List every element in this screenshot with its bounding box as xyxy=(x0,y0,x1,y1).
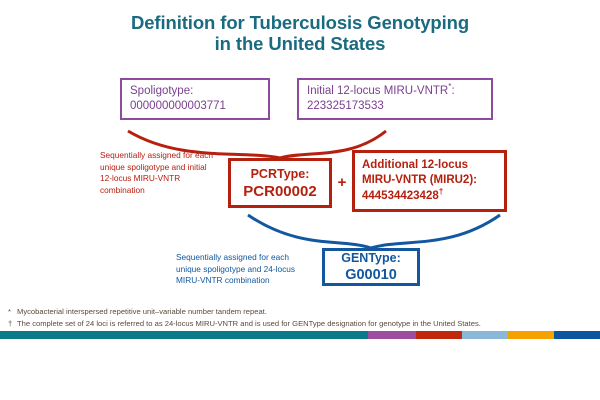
color-bar-segment-purple xyxy=(368,331,416,339)
page-title-line-2: in the United States xyxy=(214,33,386,54)
pcrtype-value: PCR00002 xyxy=(243,182,317,200)
additional-miru-vntr-line-2: MIRU-VNTR (MIRU2): xyxy=(362,174,477,187)
spoligotype-value: 000000000003771 xyxy=(130,100,226,112)
initial-miru-vntr-box: Initial 12-locus MIRU-VNTR*: 22332517353… xyxy=(297,78,493,120)
additional-miru-vntr-box: Additional 12-locus MIRU-VNTR (MIRU2): 4… xyxy=(352,150,507,212)
color-bar-segment-red xyxy=(416,331,462,339)
gentype-value: G00010 xyxy=(345,266,397,283)
page-title-line-1: Definition for Tuberculosis Genotyping xyxy=(130,12,470,33)
plus-operator: + xyxy=(337,174,347,191)
footnote-2: † The complete set of 24 loci is referred… xyxy=(8,318,594,330)
footnote-1-text: Mycobacterial interspersed repetitive un… xyxy=(17,307,267,316)
gentype-annotation: Sequentially assigned for each unique sp… xyxy=(176,252,296,285)
connector-additional-miru-to-gentype xyxy=(370,213,501,250)
connector-pcrtype-to-gentype xyxy=(247,213,372,250)
color-bar-segment-light-blue xyxy=(462,331,508,339)
spoligotype-box: Spoligotype: 000000000003771 xyxy=(120,78,270,120)
bottom-color-bar xyxy=(0,331,600,339)
gentype-box: GENType: G00010 xyxy=(322,248,420,286)
page-title: Definition for Tuberculosis Genotyping i… xyxy=(0,12,600,54)
footnotes: * Mycobacterial interspersed repetitive u… xyxy=(8,306,594,329)
initial-miru-vntr-label: Initial 12-locus MIRU-VNTR*: xyxy=(307,82,455,97)
gentype-label: GENType: xyxy=(341,250,401,265)
additional-miru-vntr-value: 444534423428† xyxy=(362,186,444,202)
pcrtype-label: PCRType: xyxy=(250,166,310,181)
pcrtype-annotation: Sequentially assigned for each unique sp… xyxy=(100,150,214,195)
additional-miru-vntr-line-1: Additional 12-locus xyxy=(362,158,469,171)
footnote-1: * Mycobacterial interspersed repetitive u… xyxy=(8,306,594,318)
pcrtype-box: PCRType: PCR00002 xyxy=(228,158,332,208)
color-bar-segment-teal xyxy=(0,331,368,339)
footnote-2-marker: † xyxy=(8,318,13,328)
footnote-2-text: The complete set of 24 loci is referred … xyxy=(17,318,481,328)
color-bar-segment-blue xyxy=(554,331,600,339)
initial-miru-vntr-value: 223325173533 xyxy=(307,100,384,112)
spoligotype-label: Spoligotype: xyxy=(130,85,194,97)
color-bar-segment-orange xyxy=(508,331,554,339)
footnote-1-marker: * xyxy=(8,307,11,316)
